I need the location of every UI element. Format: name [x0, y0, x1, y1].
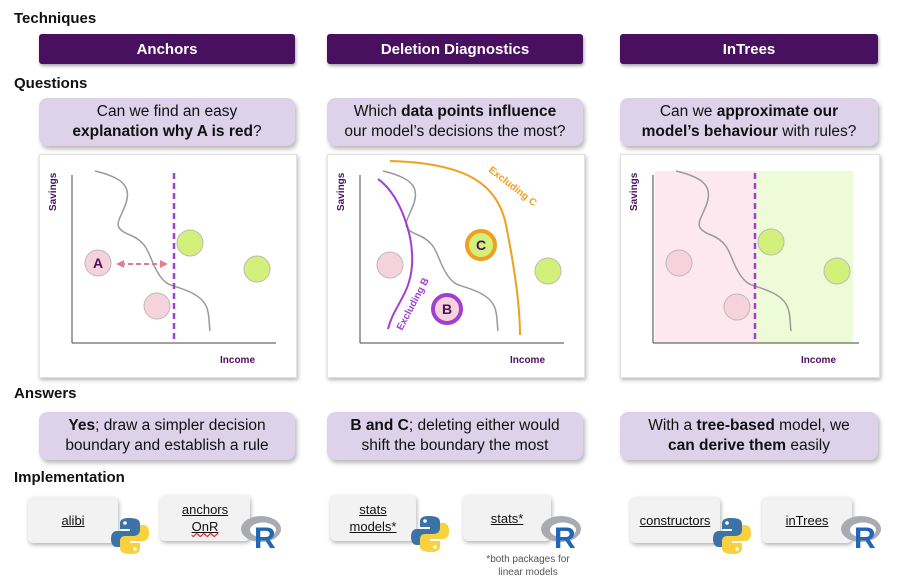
y-axis-label: Savings — [48, 172, 59, 211]
plot-intrees-svg — [652, 170, 859, 344]
python-logo-icon — [111, 518, 149, 554]
implementation-label: Implementation — [14, 469, 125, 486]
curve-c-label: Excluding C — [486, 165, 538, 209]
python-logo-icon — [411, 516, 449, 552]
green-point — [757, 228, 785, 256]
impl-anchors-onr-link[interactable]: anchors OnR — [160, 495, 250, 541]
question-anchors: Can we find an easy explanation why A is… — [39, 98, 295, 146]
answers-label: Answers — [14, 385, 77, 402]
arrow-head-left — [116, 260, 124, 268]
question-intrees: Can we approximate our model’s behaviour… — [620, 98, 878, 146]
header-anchors: Anchors — [39, 34, 295, 64]
impl-alibi-link[interactable]: alibi — [28, 497, 118, 543]
r-logo-icon: R — [841, 516, 881, 550]
answer-deletion: B and C; deleting either would shift the… — [327, 412, 583, 460]
r-logo-icon: R — [541, 516, 581, 550]
question-deletion: Which data points influence our model’s … — [327, 98, 583, 146]
r-logo-icon: R — [241, 516, 281, 550]
plot-intrees: Savings Income — [620, 154, 880, 378]
answer-anchors: Yes; draw a simpler decision boundary an… — [39, 412, 295, 460]
point-c-label: C — [476, 237, 486, 253]
red-point — [143, 292, 171, 320]
curve-b-label: Excluding B — [395, 276, 432, 332]
point-b — [431, 293, 463, 325]
x-axis-label: Income — [510, 355, 546, 366]
x-axis-label: Income — [220, 355, 256, 366]
svg-text:R: R — [854, 522, 876, 550]
region-green — [755, 171, 853, 343]
y-axis-label: Savings — [336, 172, 347, 211]
green-point — [534, 257, 562, 285]
arrow-head-right — [160, 260, 168, 268]
plot-deletion-svg: C B Excluding B Excluding C — [359, 160, 564, 344]
green-point — [176, 229, 204, 257]
plot-anchors: A Savings Income — [39, 154, 297, 378]
header-deletion-diagnostics: Deletion Diagnostics — [327, 34, 583, 64]
techniques-label: Techniques — [14, 10, 97, 27]
point-a-label: A — [93, 255, 103, 271]
answer-intrees: With a tree-based model, we can derive t… — [620, 412, 878, 460]
curve-excluding-c — [389, 160, 521, 336]
plot-anchors-svg: A — [71, 170, 276, 344]
impl-stats-link[interactable]: stats* — [463, 495, 551, 541]
impl-statsmodels-link[interactable]: stats models* — [330, 495, 416, 541]
curve-excluding-b — [377, 178, 414, 330]
svg-text:R: R — [254, 522, 276, 550]
decision-boundary — [675, 170, 792, 332]
red-point — [376, 251, 404, 279]
questions-label: Questions — [14, 75, 88, 92]
original-boundary — [382, 170, 499, 332]
plot-deletion: C B Excluding B Excluding C Savings Inco… — [327, 154, 585, 378]
point-a — [84, 249, 112, 277]
header-intrees: InTrees — [620, 34, 878, 64]
point-b-label: B — [442, 301, 452, 317]
red-point — [723, 293, 751, 321]
y-axis-label: Savings — [629, 172, 640, 211]
svg-text:R: R — [554, 522, 576, 550]
red-point — [665, 249, 693, 277]
green-point — [823, 257, 851, 285]
decision-boundary — [94, 170, 211, 332]
green-point — [243, 255, 271, 283]
footnote: *both packages for linear models — [486, 554, 570, 578]
x-axis-label: Income — [801, 355, 837, 366]
impl-intrees-link[interactable]: inTrees — [762, 497, 852, 543]
python-logo-icon — [713, 518, 751, 554]
point-c — [465, 229, 497, 261]
impl-constructors-link[interactable]: constructors — [630, 497, 720, 543]
